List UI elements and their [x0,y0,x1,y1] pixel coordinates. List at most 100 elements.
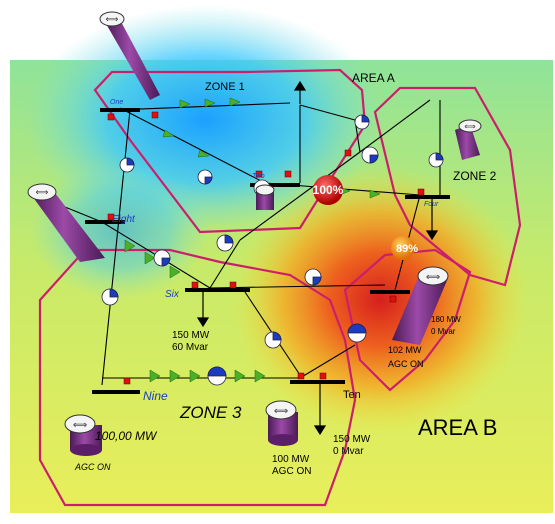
generator-top[interactable]: ⟺ [99,11,160,100]
bus-four-label: Four [424,201,439,208]
flow-gauge [216,234,234,252]
zone1-label: ZONE 1 [205,81,245,93]
b-gen-mw: 102 MW [388,345,422,355]
flow-gauge [361,146,379,164]
generator-zone2[interactable]: ⟺ [455,119,482,160]
breaker [229,281,237,289]
area-b-label: AREA B [418,415,497,440]
flow-arrow [197,149,210,158]
left-gen-agc: AGC ON [74,462,111,472]
line-one-upper [114,102,291,111]
load-arrowhead [425,230,439,241]
ten-load-mvar: 0 Mvar [333,446,364,457]
bus-six-label: Six [165,289,180,300]
flow-arrow [169,369,181,383]
line-one-two [119,107,266,184]
load-arrowhead [293,80,307,91]
breaker [151,111,159,119]
flow-arrow [234,369,246,383]
flow-gauges [101,114,444,386]
b-gen-agc: AGC ON [388,359,424,369]
flow-arrow [229,97,241,107]
bus-nine-label: Nine [143,389,168,403]
flow-arrow [204,98,216,108]
flow-gauge [119,157,135,173]
bus-ten-label: Ten [343,389,361,401]
flow-gauge [264,331,282,349]
overload-main-label: 100% [313,183,344,197]
breaker [284,170,292,178]
flow-arrow [162,129,175,138]
line-east-six [239,151,361,241]
flow-gauge [304,268,322,286]
flow-gauge [207,366,227,386]
breaker [107,113,115,121]
zone3-label: ZONE 3 [179,403,242,422]
generator-symbol-icon: ⟺ [106,14,119,24]
generator-symbol-icon: ⟺ [426,272,440,283]
flow-arrow [369,189,381,199]
flow-arrow [179,99,191,109]
generator-nine[interactable]: ⟺ [64,414,102,456]
generator-symbol-icon: ⟺ [464,122,476,131]
breaker [191,281,199,289]
line-east-zone2 [359,99,431,153]
overload-indicator-main[interactable] [313,175,343,205]
line-upper-east [299,104,356,121]
load-arrowhead [196,317,210,328]
generator-zone1-small[interactable] [255,184,275,210]
line-mid-six [209,239,241,289]
line-one-nine [101,109,131,386]
ten-load-mw: 150 MW [333,434,371,445]
flow-arrows [124,97,381,383]
breaker [417,188,425,196]
generator-areab[interactable]: ⟺ [392,266,449,345]
overload-secondary-label: 89% [396,243,418,255]
ten-gen-agc: AGC ON [272,466,311,477]
generator-ten[interactable]: ⟺ [265,400,298,446]
six-load-mvar: 60 Mvar [172,342,209,353]
six-load-mw: 150 MW [172,330,210,341]
breaker [297,372,305,380]
left-gen-mw: 100,00 MW [95,429,158,443]
area-a-label: AREA A [352,71,395,85]
b-load-mvar: 0 Mvar [431,327,456,336]
contour-high-areab [230,165,530,435]
flow-gauge [354,114,370,130]
b-load-mw: 180 MW [431,315,461,324]
line-ten-b [299,344,356,379]
generator-symbol-icon: ⟺ [36,187,49,197]
flow-arrow [144,251,156,265]
flow-arrow [189,369,201,383]
flow-arrow [254,369,266,383]
zone3-border [38,248,357,507]
breakers [107,111,425,385]
flow-arrow [169,265,181,279]
flow-arrow [124,239,136,253]
line-gen-eight [59,204,103,223]
flow-gauge [101,288,119,306]
breaker [255,170,263,178]
breaker [344,149,352,157]
line-six-b [209,284,386,289]
generator-symbol-icon: ⟺ [73,420,87,431]
bus-one-label: One [110,99,123,106]
breaker [319,372,327,380]
flow-gauge [347,323,367,343]
flow-gauge [197,169,213,185]
load-arrowhead [313,425,327,436]
flow-arrow [149,369,161,383]
generator-symbol-icon: ⟺ [274,406,288,417]
breaker [107,213,115,221]
zone2-border [373,86,522,287]
flow-gauge [428,152,444,168]
overload-indicator-secondary[interactable] [391,236,415,260]
bus-two-label: Two [252,173,265,180]
generator-left[interactable]: ⟺ [27,183,105,262]
bus-eight-label: Eight [112,214,136,225]
ten-gen-mw: 100 MW [272,454,310,465]
zone2-label: ZONE 2 [453,169,497,183]
breaker [389,295,397,303]
